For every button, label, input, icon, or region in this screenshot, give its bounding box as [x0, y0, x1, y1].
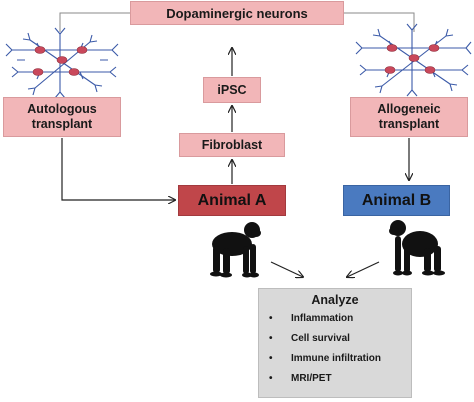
analyze-item: • Cell survival	[269, 332, 411, 352]
autologous-label-line-1: Autologous	[27, 102, 97, 116]
analyze-item-label: Inflammation	[291, 313, 354, 324]
analyze-list: • Inflammation • Cell survival • Immune …	[259, 312, 411, 392]
arrow-monkey-a-to-analyze	[270, 261, 303, 277]
analyze-item-label: MRI/PET	[291, 373, 332, 384]
analyze-item-label: Cell survival	[291, 333, 350, 344]
analyze-item-label: Immune infiltration	[291, 353, 381, 364]
neuron-bodies-right	[384, 44, 440, 74]
neuron-bodies-left	[32, 46, 88, 76]
bullet-icon: •	[269, 373, 273, 384]
allogeneic-label-line-1: Allogeneic	[377, 102, 441, 116]
bullet-icon: •	[269, 333, 273, 344]
analyze-box: Analyze • Inflammation • Cell survival •…	[258, 288, 412, 398]
allogeneic-label-line-2: transplant	[378, 117, 440, 131]
arrow-autologous-to-animal-a	[61, 138, 175, 200]
bullet-icon: •	[269, 313, 273, 324]
primate-left-icon	[210, 222, 261, 278]
autologous-transplant-box: Autologous transplant	[3, 97, 121, 137]
ipsc-box: iPSC	[203, 77, 261, 103]
dopaminergic-neurons-box: Dopaminergic neurons	[130, 1, 344, 25]
ipsc-label: iPSC	[217, 83, 247, 97]
animal-b-box: Animal B	[343, 185, 450, 216]
autologous-label-line-2: transplant	[31, 117, 93, 131]
fibroblast-box: Fibroblast	[179, 133, 285, 157]
bullet-icon: •	[269, 353, 273, 364]
primate-right-icon	[389, 220, 445, 276]
fibroblast-label: Fibroblast	[201, 138, 263, 152]
arrow-monkey-b-to-analyze	[347, 261, 380, 277]
top-link-right	[344, 12, 415, 32]
animal-a-label: Animal A	[197, 191, 267, 209]
analyze-item: • MRI/PET	[269, 372, 411, 392]
analyze-title: Analyze	[311, 293, 359, 307]
top-link-left	[59, 12, 130, 32]
animal-a-box: Animal A	[178, 185, 286, 216]
dopaminergic-neurons-label: Dopaminergic neurons	[166, 5, 308, 21]
allogeneic-transplant-box: Allogeneic transplant	[350, 97, 468, 137]
analyze-item: • Inflammation	[269, 312, 411, 332]
animal-b-label: Animal B	[361, 191, 432, 209]
analyze-item: • Immune infiltration	[269, 352, 411, 372]
